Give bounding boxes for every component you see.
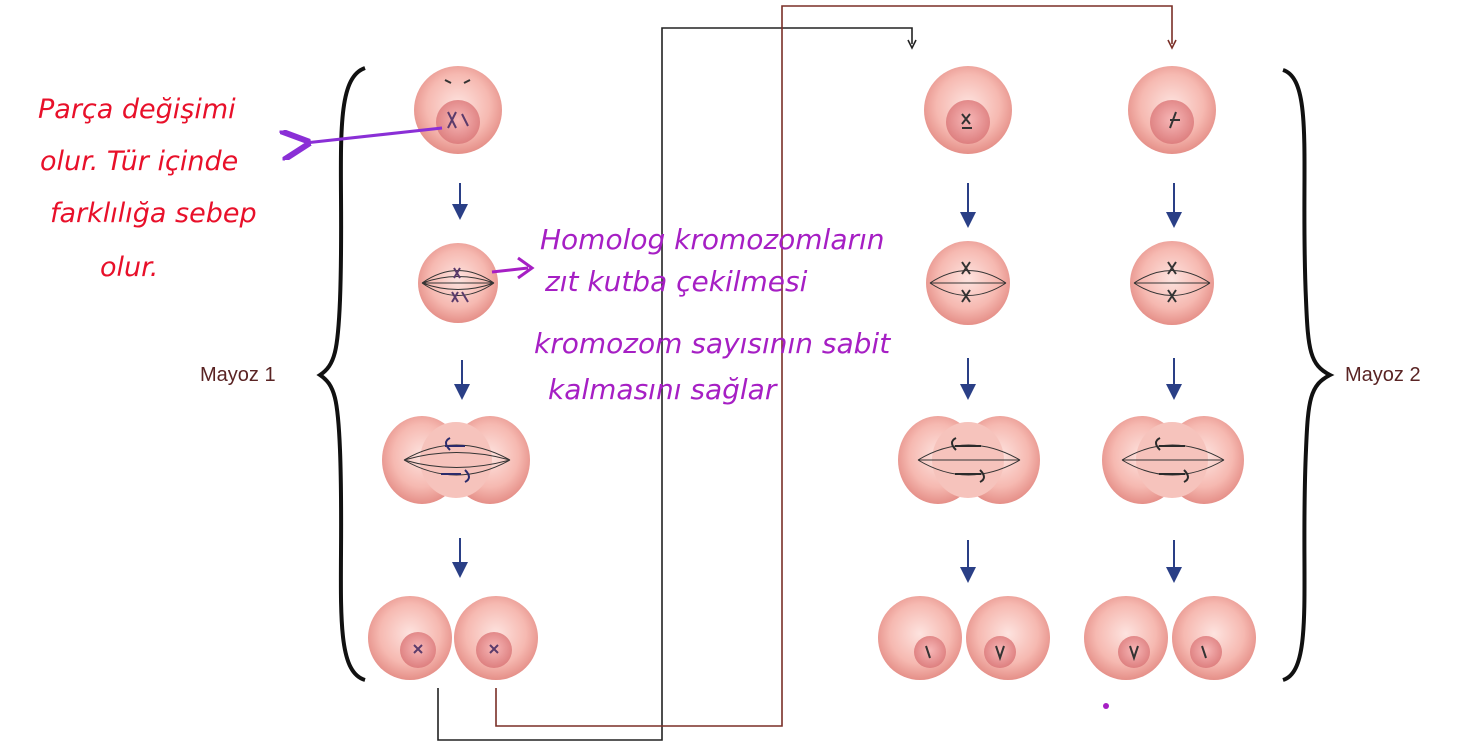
annotation-purple-arrow-to-prophase [305, 126, 443, 143]
meiosis1-telophase-cells [368, 596, 538, 680]
annotation-purple-line-3: kromozom sayısının sabit [534, 327, 891, 360]
meiosis1-metaphase-cell [418, 243, 498, 323]
meiosis2-right-telophase-cells [1084, 596, 1256, 680]
annotation-red-line-1: Parça değişimi [38, 94, 236, 125]
connector-right-cell-to-m2-right [495, 5, 1173, 727]
meiosis1-anaphase-cell [382, 416, 530, 504]
meiosis2-right-prophase-cell [1128, 66, 1216, 154]
connector-left-cell-to-m2-left [437, 27, 913, 741]
annotation-red-line-3: farklılığa sebep [50, 198, 257, 229]
annotation-purple-arrow-from-metaphase [491, 256, 535, 280]
meiosis2-right-metaphase-cell [1130, 241, 1214, 325]
meiosis2-left-telophase-cells [878, 596, 1050, 680]
annotation-red-line-4: olur. [100, 252, 159, 283]
meiosis2-left-prophase-cell [924, 66, 1012, 154]
meiosis1-prophase-cell [414, 66, 502, 154]
meiosis2-label: Mayoz 2 [1345, 364, 1421, 386]
annotation-purple-line-4: kalmasını sağlar [548, 373, 777, 406]
left-brace [316, 66, 366, 682]
meiosis1-label: Mayoz 1 [200, 364, 276, 386]
right-brace [1282, 68, 1335, 682]
meiosis2-left-anaphase-cell [898, 416, 1040, 504]
annotation-purple-line-1: Homolog kromozomların [540, 223, 885, 256]
stray-dot [1103, 703, 1109, 709]
annotation-red-line-2: olur. Tür içinde [40, 146, 239, 177]
meiosis2-left-metaphase-cell [926, 241, 1010, 325]
annotation-purple-line-2: zıt kutba çekilmesi [545, 265, 808, 298]
connector-right-arrowhead [1167, 39, 1177, 50]
connector-left-arrowhead [907, 39, 917, 50]
meiosis2-right-anaphase-cell [1102, 416, 1244, 504]
